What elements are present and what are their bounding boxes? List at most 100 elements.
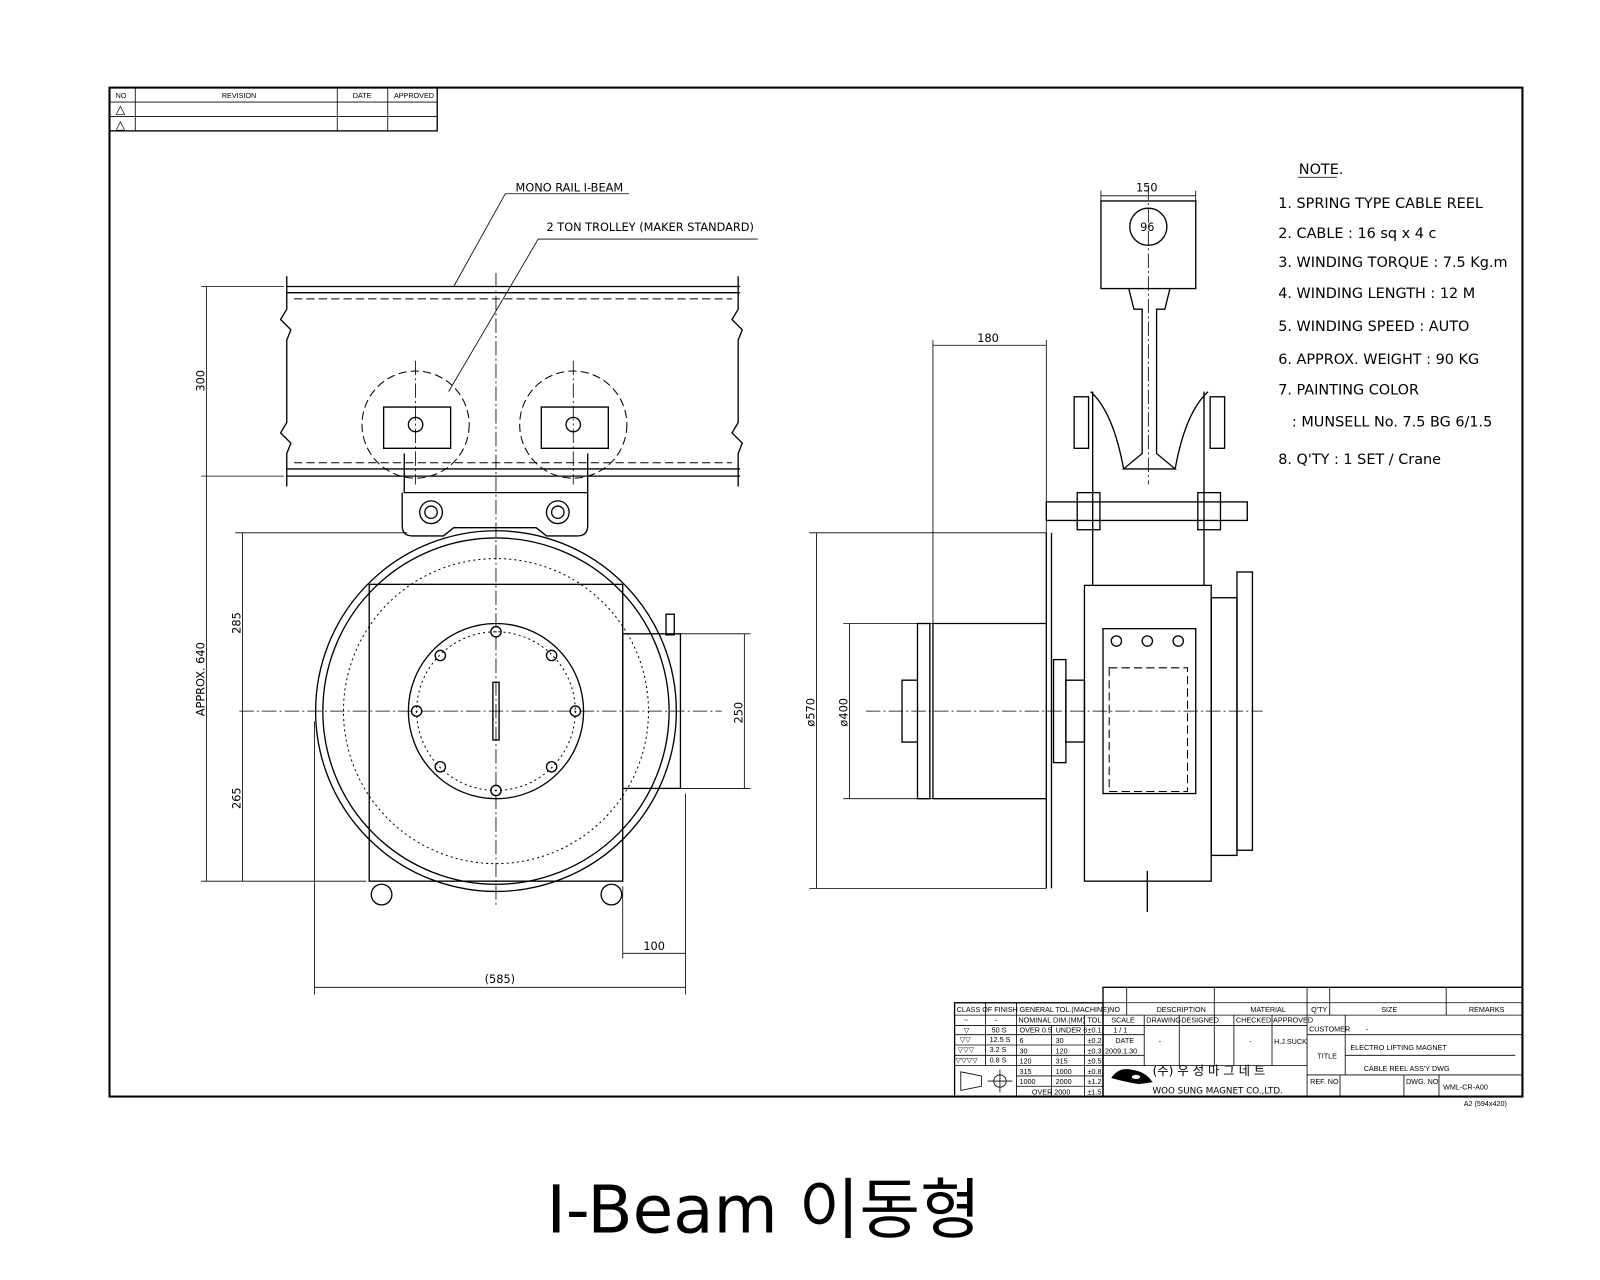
tolerance-cell: UNDER 6	[1056, 1026, 1088, 1035]
tolerance-cell: ±0.1	[1088, 1026, 1102, 1035]
date-value: 2009.1.30	[1105, 1046, 1137, 1055]
dim-dia-570: ø570	[803, 698, 817, 727]
finish-symbol: ▽	[964, 1026, 970, 1035]
side-view: 150 96 180 ø570 ø400	[803, 181, 1263, 913]
rev-header-approved: APPROVED	[394, 91, 434, 100]
tolerance-cell: 2000	[1056, 1077, 1072, 1086]
sign-checked: -	[1249, 1037, 1252, 1046]
scale-value: 1 / 1	[1113, 1026, 1127, 1035]
tolerance-cell: ±0.5	[1088, 1057, 1102, 1066]
drawing-border	[108, 86, 1524, 1098]
list-header-size: SIZE	[1381, 1005, 1397, 1014]
rev-row-no: △	[116, 102, 126, 116]
note-item: 2. CABLE : 16 sq x 4 c	[1278, 226, 1436, 242]
tolerance-cell: ±0.8	[1088, 1067, 1102, 1076]
sign-header-drawing: DRAWING	[1146, 1015, 1181, 1024]
rev-row-no: △	[116, 118, 126, 132]
tolerance-cell: 120	[1056, 1046, 1068, 1055]
notes: NOTE. 1. SPRING TYPE CABLE REEL 2. CABLE…	[1278, 162, 1507, 468]
tolerance-cell: 315	[1020, 1067, 1032, 1076]
tolerance-cell: 315	[1056, 1057, 1068, 1066]
finish-value: -	[995, 1015, 998, 1024]
list-header-no: NO	[1109, 1005, 1120, 1014]
list-header-qty: Q'TY	[1311, 1005, 1327, 1014]
caption: I-Beam 이동형	[546, 1172, 980, 1249]
company-name-en: WOO SUNG MAGNET CO.,LTD.	[1152, 1086, 1282, 1096]
title-block: CLASS OF FINISH GENERAL TOL.(MACHINE) NO…	[953, 986, 1524, 1108]
sign-header-approved: APPROVED	[1273, 1015, 1313, 1024]
projection-cone-icon	[960, 1071, 982, 1091]
dim-approx-640: APPROX. 640	[193, 642, 207, 716]
tolerance-cell: OVER 0.5	[1020, 1026, 1052, 1035]
finish-symbol: ▽▽	[960, 1035, 972, 1044]
notes-title: NOTE.	[1299, 162, 1344, 178]
tolerance-cell: ±1.5	[1088, 1087, 1102, 1096]
dim-285: 285	[229, 612, 243, 634]
title-line-1: ELECTRO LIFTING MAGNET	[1350, 1043, 1447, 1052]
tolerance-cell: ±1.2	[1088, 1077, 1102, 1086]
finish-value: 12.5 S	[990, 1035, 1011, 1044]
note-item: 8. Q'TY : 1 SET / Crane	[1278, 452, 1441, 468]
revision-table: NO REVISION DATE APPROVED △ △	[108, 86, 438, 132]
company-name-kr: (주) 우 성 마 그 네 트	[1152, 1064, 1265, 1078]
dim-250: 250	[731, 702, 745, 724]
dim-dia-400: ø400	[836, 698, 850, 727]
tol-sub-nominal: NOMINAL DIM.(MM)	[1018, 1015, 1085, 1024]
note-item: 6. APPROX. WEIGHT : 90 KG	[1278, 352, 1479, 368]
sign-header-checked: CHECKED	[1236, 1015, 1271, 1024]
front-view: MONO RAIL I-BEAM 2 TON TROLLEY (MAKER ST…	[193, 181, 758, 995]
tolerance-cell: OVER 2000	[1032, 1087, 1070, 1096]
tolerance-cell: 30	[1056, 1036, 1064, 1045]
date-label: DATE	[1115, 1036, 1134, 1045]
note-item: : MUNSELL No. 7.5 BG 6/1.5	[1278, 415, 1492, 431]
list-header-description: DESCRIPTION	[1157, 1005, 1206, 1014]
tolerance-cell: ±0.3	[1088, 1046, 1102, 1055]
tolerance-cell: ±0.2	[1088, 1036, 1102, 1045]
customer-label: CUSTOMER	[1309, 1025, 1350, 1034]
company-logo	[1111, 1069, 1153, 1085]
dim-96: 96	[1140, 220, 1154, 234]
note-item: 7. PAINTING COLOR	[1278, 383, 1419, 399]
finish-header: CLASS OF FINISH	[957, 1005, 1018, 1014]
list-header-remarks: REMARKS	[1469, 1005, 1505, 1014]
dim-180: 180	[977, 331, 999, 345]
callout-trolley: 2 TON TROLLEY (MAKER STANDARD)	[546, 220, 753, 234]
dim-585: (585)	[485, 972, 515, 986]
customer-value: -	[1366, 1025, 1369, 1034]
dim-150: 150	[1136, 181, 1158, 195]
ref-no-label: REF. NO	[1310, 1077, 1339, 1086]
dwg-no-label: DWG. NO	[1406, 1077, 1439, 1086]
rev-header-no: NO	[116, 91, 127, 100]
sign-drawing: -	[1159, 1037, 1162, 1046]
callout-rail: MONO RAIL I-BEAM	[516, 181, 624, 195]
rev-header-date: DATE	[353, 91, 372, 100]
finish-symbol: ▽▽▽	[958, 1045, 975, 1054]
tolerance-cell: 1000	[1020, 1077, 1036, 1086]
title-label: TITLE	[1317, 1051, 1337, 1060]
finish-value: 3.2 S	[990, 1045, 1007, 1054]
tolerance-cell: 6	[1020, 1036, 1024, 1045]
dim-100: 100	[643, 939, 665, 953]
dwg-no: WML-CR-A00	[1443, 1082, 1488, 1091]
tolerance-cell: 120	[1020, 1057, 1032, 1066]
dim-300: 300	[193, 370, 207, 392]
finish-symbol: ▽▽▽▽	[956, 1056, 979, 1065]
note-item: 5. WINDING SPEED : AUTO	[1278, 319, 1469, 335]
rev-header-revision: REVISION	[222, 91, 256, 100]
sign-approved: H.J.SUCK	[1274, 1037, 1307, 1046]
sign-header-designed: DESIGNED	[1181, 1015, 1219, 1024]
tol-header: GENERAL TOL.(MACHINE)	[1020, 1005, 1110, 1014]
tol-sub-tol: TOL	[1088, 1015, 1102, 1024]
finish-value: 50 S	[992, 1026, 1007, 1035]
note-item: 3. WINDING TORQUE : 7.5 Kg.m	[1278, 255, 1507, 271]
list-header-material: MATERIAL	[1250, 1005, 1286, 1014]
note-item: 4. WINDING LENGTH : 12 M	[1278, 286, 1475, 302]
finish-value: 0.8 S	[990, 1056, 1007, 1065]
tolerance-cell: 30	[1020, 1046, 1028, 1055]
tolerance-cell: 1000	[1056, 1067, 1072, 1076]
dim-265: 265	[229, 787, 243, 809]
sheet-size: A2 (594x420)	[1464, 1099, 1507, 1108]
finish-symbol: ~	[964, 1015, 968, 1024]
title-line-2: CABLE REEL ASS'Y DWG	[1364, 1064, 1450, 1073]
